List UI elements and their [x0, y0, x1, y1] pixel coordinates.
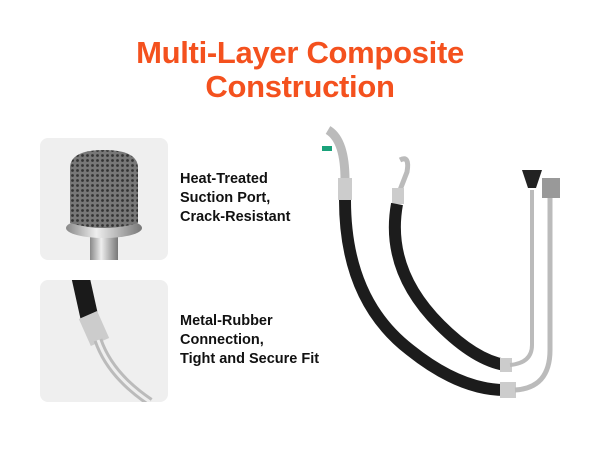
page-title: Multi-Layer Composite Construction [136, 35, 464, 104]
connection-closeup-image [40, 280, 168, 402]
feature-suction-port: Heat-Treated Suction Port, Crack-Resista… [180, 171, 291, 225]
suction-port-closeup-image [40, 138, 168, 260]
hose-assembly-image [322, 126, 560, 398]
feature-connection: Metal-Rubber Connection, Tight and Secur… [180, 313, 320, 367]
